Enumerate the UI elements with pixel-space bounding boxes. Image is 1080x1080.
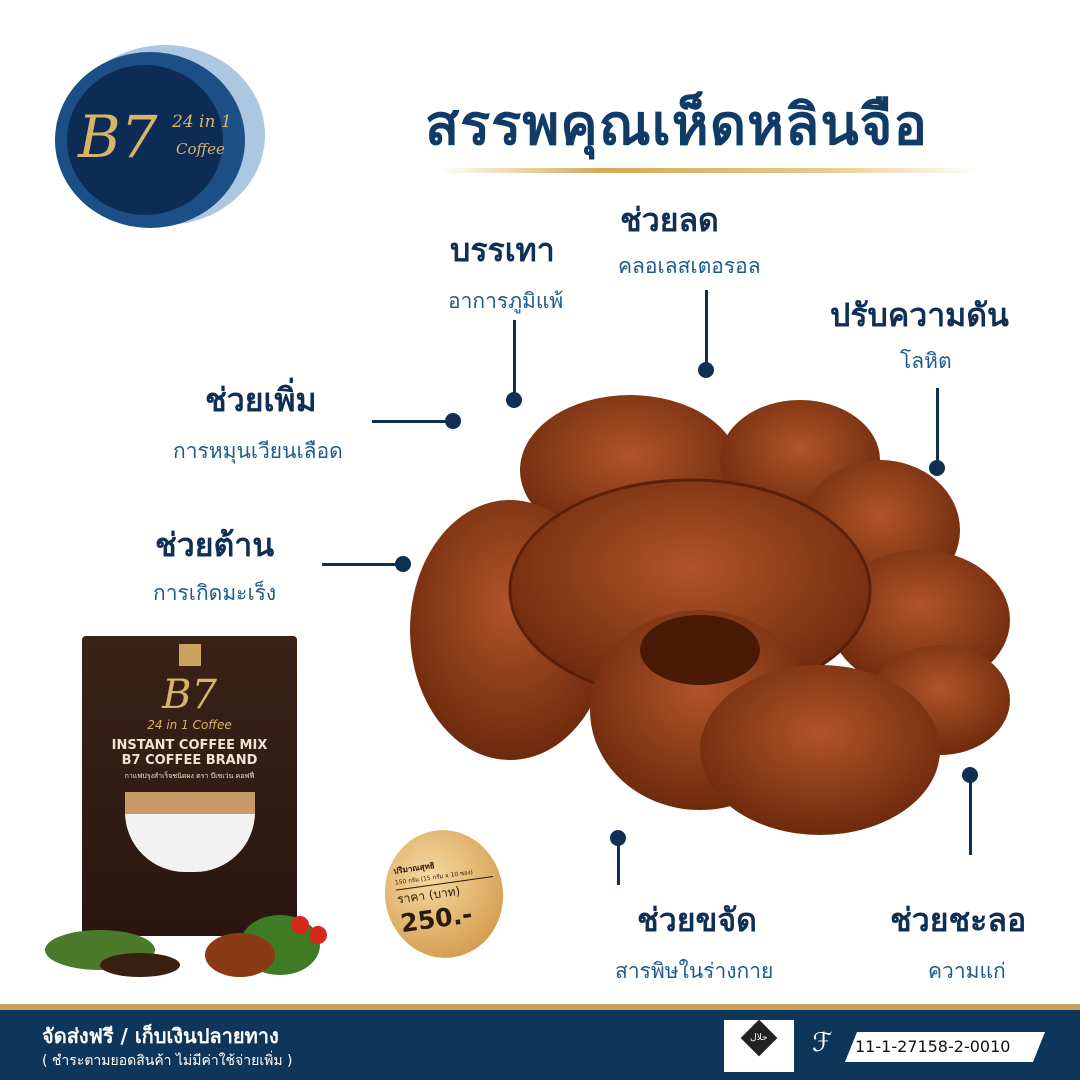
pack-tagline: 24 in 1 Coffee	[82, 718, 297, 732]
connector-line	[322, 563, 402, 566]
pack-tagline-text: 24 in 1	[147, 718, 189, 732]
halal-icon: حلال	[740, 1019, 778, 1057]
title-divider	[440, 168, 980, 173]
connector-dot	[698, 362, 714, 378]
brand-logo: B7 24 in 1 Coffee	[40, 40, 270, 240]
connector-dot	[929, 460, 945, 476]
logo-brand: B7	[78, 103, 158, 171]
connector-dot	[395, 556, 411, 572]
product-package: B7 24 in 1 Coffee INSTANT COFFEE MIX B7 …	[82, 636, 297, 936]
benefit-sub: การหมุนเวียนเลือด	[173, 439, 343, 463]
connector-line	[705, 290, 708, 370]
connector-line	[969, 775, 972, 855]
ingredients-image	[30, 895, 350, 985]
connector-line	[617, 840, 620, 885]
gold-tab	[178, 644, 201, 666]
benefit-sub: โลหิต	[900, 349, 952, 373]
connector-line	[513, 320, 516, 400]
pack-sub-text: Coffee	[192, 718, 232, 732]
pack-brand: B7	[162, 672, 217, 718]
pack-line2: B7 COFFEE BRAND	[121, 753, 258, 768]
halal-logo: حلال	[724, 1019, 794, 1072]
footer-bar: จัดส่งฟรี / เก็บเงินปลายทาง ( ชำระตามยอด…	[0, 1004, 1080, 1080]
pack-line1: INSTANT COFFEE MIX	[111, 738, 268, 753]
halal-text: حلال	[750, 1032, 768, 1043]
fda-icon: ℱ	[812, 1028, 833, 1058]
benefit-sub: การเกิดมะเร็ง	[153, 581, 277, 605]
benefit-sub: ความแก่	[928, 959, 1006, 983]
benefit-heading: ช่วยขจัด	[637, 901, 757, 939]
logo-sub: Coffee	[176, 140, 225, 158]
connector-line	[936, 388, 939, 468]
pack-line3: กาแฟปรุงสำเร็จชนิดผง ตรา บีเซเว่น คอฟฟี่	[124, 772, 255, 780]
benefit-heading: ช่วยต้าน	[155, 526, 275, 564]
shipping-text: จัดส่งฟรี / เก็บเงินปลายทาง	[42, 1024, 279, 1048]
benefit-heading: ปรับความดัน	[830, 296, 1009, 334]
connector-dot	[610, 830, 626, 846]
page-title: สรรพคุณเห็ดหลินจือ	[425, 93, 929, 158]
benefit-heading: ช่วยเพิ่ม	[205, 381, 317, 419]
benefit-sub: คลอเลสเตอรอล	[618, 254, 761, 278]
benefit-heading: ช่วยลด	[620, 201, 719, 239]
logo-tagline: 24 in 1	[172, 112, 232, 132]
connector-dot	[445, 413, 461, 429]
connector-dot	[506, 392, 522, 408]
lingzhi-mushroom-image	[400, 380, 1020, 850]
coffee-cup-image	[124, 792, 255, 872]
benefit-heading: บรรเทา	[450, 231, 555, 269]
payment-note: ( ชำระตามยอดสินค้า ไม่มีค่าใช้จ่ายเพิ่ม …	[42, 1053, 293, 1069]
benefit-sub: สารพิษในร่างกาย	[615, 959, 774, 983]
connector-line	[372, 420, 452, 423]
benefit-sub: อาการภูมิแพ้	[448, 289, 564, 313]
benefit-heading: ช่วยชะลอ	[890, 901, 1027, 939]
fda-number: 11-1-27158-2-0010	[845, 1032, 1045, 1062]
